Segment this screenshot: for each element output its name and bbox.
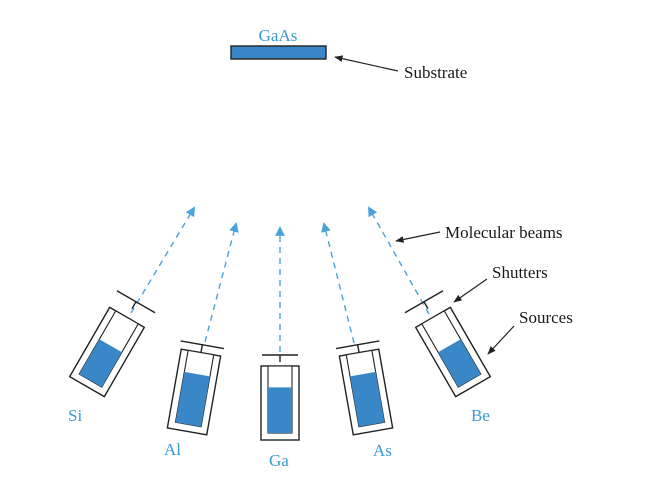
beam-al	[204, 222, 239, 343]
source-label-si: Si	[68, 406, 82, 425]
source-label-al: Al	[164, 440, 181, 459]
source-material-si	[79, 339, 122, 388]
source-cell-si	[68, 290, 156, 398]
sources-callout-label: Sources	[519, 308, 573, 327]
sources-pointer-arrow	[487, 325, 515, 355]
substrate-wafer	[230, 45, 327, 60]
shutters-callout-label: Shutters	[492, 263, 548, 282]
substrate-pointer-arrow	[334, 55, 399, 72]
source-label-ga: Ga	[269, 451, 289, 470]
substrate: GaAs	[230, 26, 327, 60]
beam-be	[368, 206, 430, 315]
shutter-stem-as	[356, 344, 360, 353]
substrate-callout: Substrate	[334, 55, 467, 82]
beams-pointer-arrow	[395, 231, 441, 243]
source-material-al	[175, 371, 210, 427]
source-label-as: As	[373, 441, 392, 460]
source-material-be	[438, 339, 481, 388]
source-label-be: Be	[471, 406, 490, 425]
beam-as	[321, 222, 355, 344]
source-material-as	[350, 371, 385, 427]
substrate-callout-label: Substrate	[404, 63, 467, 82]
source-cell-ga	[260, 354, 300, 441]
shutter-stem-be	[423, 301, 429, 310]
source-cell-be	[404, 290, 492, 398]
source-material-ga	[268, 387, 292, 433]
shutter-al	[180, 340, 225, 350]
molecular-beams	[130, 206, 430, 352]
beams-callout-label: Molecular beams	[445, 223, 563, 242]
sources-callout: Sources	[487, 308, 573, 355]
shutter-as	[335, 340, 380, 350]
beams-callout: Molecular beams	[395, 223, 563, 243]
shutter-stem-al	[200, 344, 204, 353]
shutters-callout: Shutters	[453, 263, 548, 303]
source-cell-as	[335, 340, 394, 436]
beam-si	[130, 206, 196, 314]
substrate-material-label: GaAs	[259, 26, 298, 45]
shutters-pointer-arrow	[453, 278, 488, 303]
source-cell-al	[166, 340, 225, 436]
shutter-stem-si	[131, 301, 137, 310]
